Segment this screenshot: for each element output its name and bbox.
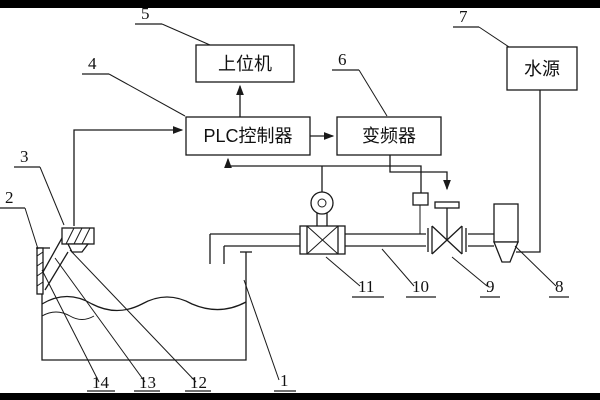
sensor-probe <box>66 243 90 253</box>
callout-6: 6 <box>338 50 347 69</box>
callouts: 5 4 6 7 3 2 11 10 9 8 <box>0 4 569 392</box>
letterbox-bottom <box>0 393 600 400</box>
flow-meter <box>299 225 346 255</box>
inverter-to-valve-line <box>389 155 451 191</box>
callout-8: 8 <box>555 277 564 296</box>
callout-12: 12 <box>190 373 207 392</box>
callout-3: 3 <box>20 147 29 166</box>
host-computer-label: 上位机 <box>218 54 272 74</box>
water-source-line <box>516 90 541 253</box>
mount-strut <box>42 237 63 273</box>
feedback-to-plc-line <box>224 157 422 193</box>
box-inverter: 变频器 <box>336 116 442 156</box>
box-host-computer: 上位机 <box>195 44 295 83</box>
callout-9: 9 <box>486 277 495 296</box>
signal-lines <box>73 84 541 253</box>
callout-7: 7 <box>459 7 468 26</box>
plc-controller-label: PLC控制器 <box>203 126 292 146</box>
box-water-source: 水源 <box>506 46 578 91</box>
callout-4: 4 <box>88 54 97 73</box>
water-surface-wave <box>41 295 247 312</box>
level-sensor-assembly <box>36 227 95 295</box>
sensor-to-plc-line <box>73 126 184 226</box>
water-source-label: 水源 <box>524 59 560 79</box>
water-surface-wave-2 <box>41 311 95 320</box>
box-plc-controller: PLC控制器 <box>185 116 311 156</box>
callout-11: 11 <box>358 277 374 296</box>
inverter-label: 变频器 <box>362 126 416 146</box>
callout-5: 5 <box>141 4 150 23</box>
callout-1: 1 <box>280 371 289 390</box>
pipe-outlet-elbow <box>209 234 225 264</box>
valve-actuator <box>412 192 429 206</box>
callout-14: 14 <box>92 373 110 392</box>
callout-13: 13 <box>139 373 156 392</box>
inlet-funnel <box>493 241 519 263</box>
control-valve <box>412 192 467 255</box>
valve-handle <box>434 201 460 209</box>
water-tank <box>36 247 252 361</box>
callout-10: 10 <box>412 277 429 296</box>
inlet-device <box>493 203 519 263</box>
callout-2: 2 <box>5 188 14 207</box>
pipe <box>209 233 494 264</box>
pump-motor-gauge <box>310 191 334 226</box>
letterbox-top <box>0 0 600 8</box>
